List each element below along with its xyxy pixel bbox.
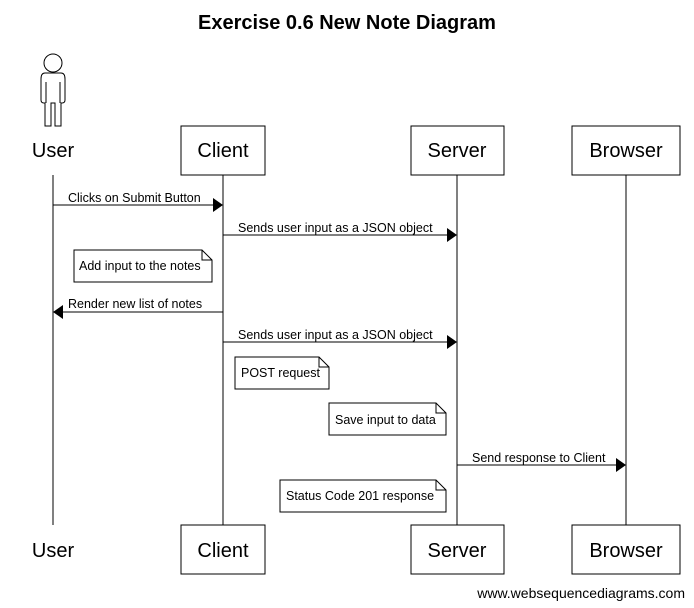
participant-server-box-bottom [410, 524, 505, 575]
note-text: Status Code 201 response [286, 489, 434, 503]
participant-server-box-top [410, 125, 505, 176]
note-text: Save input to data [335, 413, 436, 427]
message-label: Send response to Client [472, 451, 606, 465]
arrowhead-right-icon [447, 228, 457, 242]
note-fold-icon [435, 403, 446, 414]
participant-server-top: Server [428, 140, 487, 162]
note-text: Add input to the notes [79, 259, 201, 273]
footer-watermark: www.websequencediagrams.com [476, 585, 685, 601]
participant-server-bottom: Server [428, 540, 487, 562]
participant-browser-box-bottom [571, 524, 681, 575]
arrowhead-right-icon [213, 198, 223, 212]
note-fold-icon [435, 480, 446, 491]
participant-client-bottom: Client [197, 540, 249, 562]
note-fold-icon [201, 250, 212, 261]
participant-user-bottom: User [32, 540, 75, 562]
participant-browser-bottom: Browser [589, 540, 663, 562]
note-text: POST request [241, 366, 321, 380]
note-box [279, 479, 447, 513]
participant-client-top: Client [197, 140, 249, 162]
arrowhead-left-icon [53, 305, 63, 319]
message-label: Sends user input as a JSON object [238, 221, 433, 235]
arrowhead-right-icon [616, 458, 626, 472]
participant-client-box-top [180, 125, 266, 176]
stick-figure-icon [40, 53, 66, 127]
message-label: Clicks on Submit Button [68, 191, 201, 205]
participant-user-top: User [32, 140, 75, 162]
participant-browser-box-top [571, 125, 681, 176]
message-label: Sends user input as a JSON object [238, 328, 433, 342]
diagram-title: Exercise 0.6 New Note Diagram [198, 12, 496, 34]
note-box [234, 356, 330, 390]
note-box [328, 402, 447, 436]
participant-client-box-bottom [180, 524, 266, 575]
message-label: Render new list of notes [68, 297, 202, 311]
participant-browser-top: Browser [589, 140, 663, 162]
note-fold-icon [318, 357, 329, 368]
arrowhead-right-icon [447, 335, 457, 349]
note-box [73, 249, 213, 283]
